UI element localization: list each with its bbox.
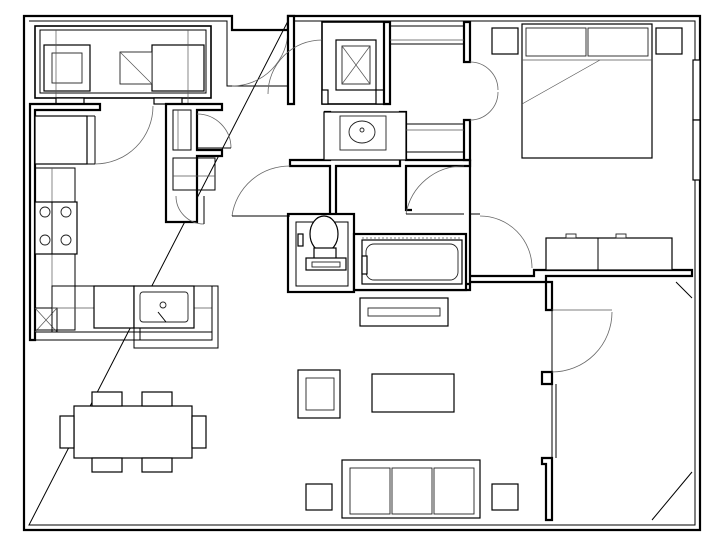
- pantry-closets: [164, 102, 232, 225]
- exterior-wall-inner: [28, 20, 696, 526]
- laundry-closet: [34, 25, 212, 105]
- bathroom-sink-drain: [359, 127, 365, 133]
- closet-shelf-top: [389, 25, 465, 45]
- vanity-alcove: [323, 111, 407, 161]
- dishwasher: [93, 285, 135, 329]
- laundry-shelf: [39, 29, 207, 94]
- dining-chair: [141, 391, 173, 407]
- bedroom-closet: [540, 280, 693, 522]
- closet-corner-shelf-bottom: [651, 471, 693, 521]
- closet-shelf-bottom: [405, 123, 465, 153]
- end-table: [491, 483, 519, 511]
- sofa-cushion: [433, 467, 475, 515]
- sofa-cushion: [349, 467, 391, 515]
- dining-chair: [141, 457, 173, 473]
- nightstand: [655, 27, 683, 55]
- kitchen-sink-drain: [159, 301, 167, 309]
- linen-door-swing: [267, 39, 323, 95]
- burner: [39, 234, 51, 246]
- console-table: [359, 297, 449, 327]
- burner: [39, 206, 51, 218]
- kitchen-faucet: [157, 311, 167, 323]
- dryer: [151, 44, 205, 92]
- armchair-seat: [305, 377, 335, 411]
- bedroom-bottom-wall: [468, 160, 694, 284]
- pantry-walls: [164, 102, 224, 224]
- burner: [60, 206, 72, 218]
- closet-door-swing: [551, 311, 613, 373]
- bed-blanket-fold: [521, 59, 601, 105]
- window-bedroom-upper: [692, 59, 701, 121]
- dining-table: [73, 405, 193, 459]
- closet-door-swing-bottom: [469, 91, 499, 121]
- pantry-door-swing: [196, 113, 232, 149]
- bathtub-basin: [365, 243, 459, 281]
- pantry-shelf: [172, 109, 192, 151]
- coat-closet-shelf: [172, 157, 216, 191]
- pillow-right: [587, 27, 649, 57]
- burner: [60, 234, 72, 246]
- corner-cabinet: [34, 307, 58, 333]
- dresser: [545, 237, 673, 271]
- living-dining: [59, 369, 519, 519]
- dining-chair: [91, 391, 123, 407]
- pillow-left: [525, 27, 587, 57]
- closet-corner-shelf-top: [675, 281, 693, 299]
- nightstand: [491, 27, 519, 55]
- refrigerator: [34, 115, 88, 165]
- console-table-drawer: [367, 307, 441, 317]
- dining-chair: [91, 457, 123, 473]
- end-table: [305, 483, 333, 511]
- coat-closet-door-swing: [175, 195, 205, 225]
- bath-door-swing: [231, 165, 291, 217]
- bedroom: [468, 23, 694, 284]
- window-bedroom-lower: [692, 119, 701, 181]
- closet-door-swing-top: [469, 61, 499, 91]
- kitchen: [28, 102, 219, 349]
- utility-closet: [267, 14, 385, 106]
- bedroom-door-swing: [479, 215, 533, 269]
- washer-drum: [51, 52, 83, 84]
- toilet-bowl: [309, 215, 339, 253]
- closet-main-door-swing: [405, 165, 465, 215]
- dining-chair: [191, 415, 207, 449]
- fridge-door-swing: [94, 105, 154, 165]
- coffee-table: [371, 373, 455, 413]
- sofa-cushion: [391, 467, 433, 515]
- walk-in-closet: [382, 20, 499, 215]
- dining-chair: [59, 415, 75, 449]
- tub-faucet: [361, 255, 368, 275]
- toilet-paper-holder: [297, 233, 304, 247]
